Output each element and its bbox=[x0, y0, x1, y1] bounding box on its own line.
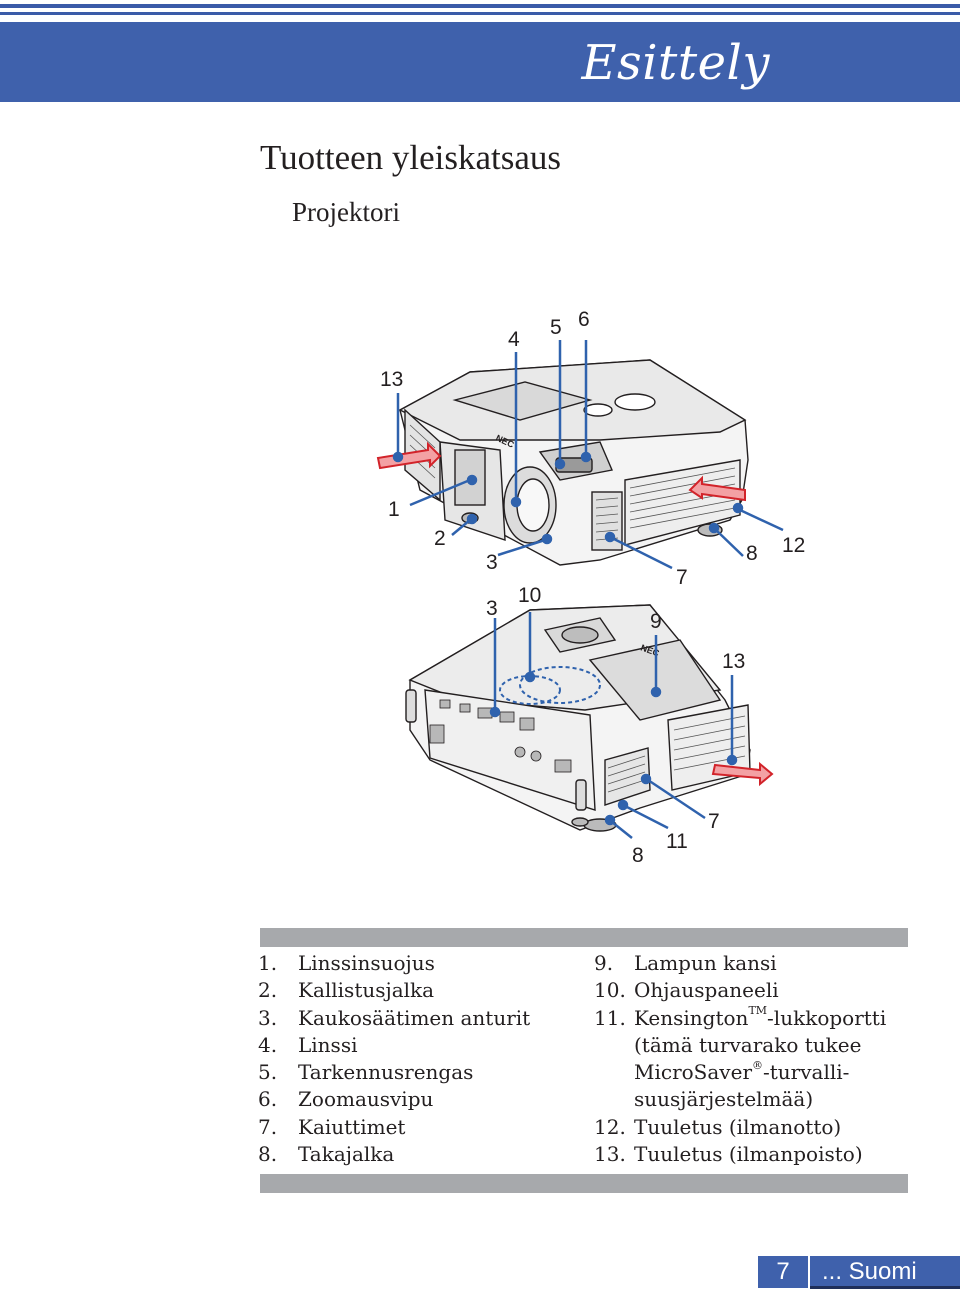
footer-shadow bbox=[810, 1286, 960, 1289]
exhaust-arrow-top bbox=[376, 441, 442, 470]
intake-arrow-top bbox=[688, 475, 746, 502]
footer-language: ... Suomi bbox=[810, 1256, 960, 1288]
legend-item: 4.Linssi bbox=[258, 1032, 358, 1057]
callout-8-top: 8 bbox=[746, 542, 758, 565]
callout-7-top: 7 bbox=[676, 566, 688, 589]
legend-item: 11.KensingtonTM-lukkoportti bbox=[594, 1003, 887, 1030]
legend-item: 5.Tarkennusrengas bbox=[258, 1060, 474, 1085]
legend-item: 10.Ohjauspaneeli bbox=[594, 978, 779, 1003]
header-band: Esittely bbox=[0, 22, 960, 102]
callout-9: 9 bbox=[650, 610, 662, 633]
page-title: Tuotteen yleiskatsaus bbox=[260, 138, 562, 177]
legend-list-left: 1.Linssinsuojus 2.Kallistusjalka 3.Kauko… bbox=[258, 950, 530, 1168]
callout-3-bottom: 3 bbox=[486, 597, 498, 620]
legend-item-continuation: MicroSaver®-turvalli- bbox=[634, 1058, 850, 1085]
page-subtitle: Projektori bbox=[292, 197, 400, 227]
callout-1: 1 bbox=[388, 498, 400, 521]
callout-3-top: 3 bbox=[486, 551, 498, 574]
legend-item: 3.Kaukosäätimen anturit bbox=[258, 1005, 531, 1030]
callout-lines bbox=[392, 340, 784, 839]
callout-5: 5 bbox=[550, 316, 562, 339]
callout-2: 2 bbox=[434, 527, 446, 550]
page-footer: 7 ... Suomi bbox=[758, 1256, 960, 1289]
callout-7-bottom: 7 bbox=[708, 810, 720, 833]
legend-item: 6.Zoomausvipu bbox=[258, 1087, 434, 1112]
legend-item: 8.Takajalka bbox=[258, 1142, 395, 1167]
projector-front-illustration: NEC bbox=[398, 359, 749, 566]
header-rule-thin bbox=[0, 12, 960, 15]
callout-10: 10 bbox=[518, 584, 541, 607]
callout-4: 4 bbox=[508, 328, 520, 351]
legend-item: 9.Lampun kansi bbox=[594, 951, 777, 975]
legend-item: 1.Linssinsuojus bbox=[258, 951, 435, 975]
callout-numbers-top: 13 4 5 6 1 2 3 7 8 12 bbox=[380, 308, 805, 589]
legend-bottom-rule bbox=[260, 1174, 908, 1193]
callout-13-top: 13 bbox=[380, 368, 403, 391]
header-rule bbox=[0, 4, 960, 8]
legend-top-rule bbox=[260, 928, 908, 947]
projector-figure: NEC bbox=[376, 308, 805, 867]
callout-8-bottom: 8 bbox=[632, 844, 644, 867]
legend-item-continuation: (tämä turvarako tukee bbox=[634, 1032, 862, 1057]
projector-rear-illustration: NEC bbox=[405, 604, 751, 832]
callout-11: 11 bbox=[666, 830, 688, 853]
callout-numbers-bottom: 3 10 9 13 8 11 7 bbox=[486, 584, 745, 867]
callout-12: 12 bbox=[782, 534, 805, 557]
exhaust-arrow-bottom bbox=[711, 761, 774, 787]
callout-6: 6 bbox=[578, 308, 590, 331]
legend-item: 2.Kallistusjalka bbox=[258, 978, 435, 1003]
callout-13-bottom: 13 bbox=[722, 650, 745, 673]
legend-item-continuation: suusjärjestelmää) bbox=[634, 1087, 814, 1112]
legend-list-right: 9.Lampun kansi 10.Ohjauspaneeli 11.Kensi… bbox=[594, 950, 886, 1168]
page-number: 7 bbox=[758, 1256, 808, 1288]
legend-item: 13.Tuuletus (ilmanpoisto) bbox=[594, 1142, 863, 1167]
section-title: Esittely bbox=[581, 35, 770, 91]
legend-item: 7.Kaiuttimet bbox=[258, 1114, 406, 1139]
legend-item: 12.Tuuletus (ilmanotto) bbox=[594, 1114, 842, 1139]
